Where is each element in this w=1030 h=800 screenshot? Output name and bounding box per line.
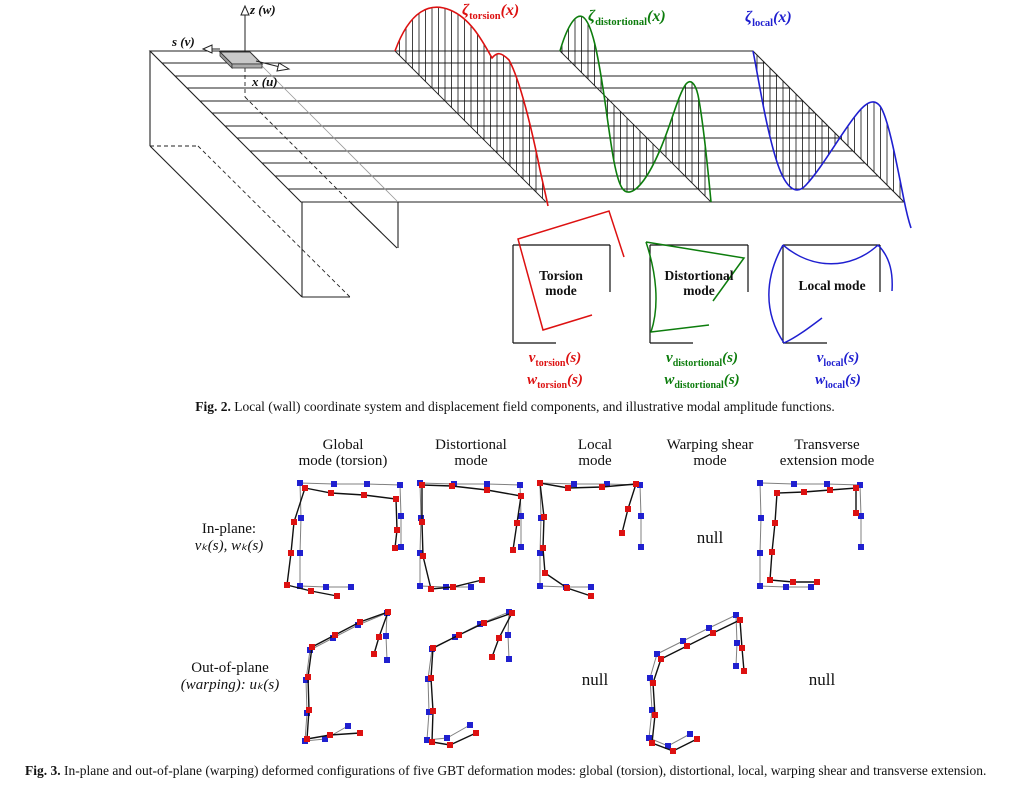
inplane-transverse-extension-diagram bbox=[757, 480, 864, 590]
fig2-caption: Fig. 2. Local (wall) coordinate system a… bbox=[195, 399, 835, 414]
outplane-global-torsion-diagram bbox=[302, 609, 391, 744]
row-header-in-plane: In-plane:vₖ(s), wₖ(s) bbox=[194, 521, 264, 554]
local-amplitude-curve bbox=[752, 50, 912, 229]
local-deformed-section bbox=[768, 244, 893, 344]
local-v-label: vlocal(s) bbox=[816, 350, 860, 369]
local-amplitude-sheet bbox=[752, 50, 912, 229]
distortional-mode-sketch bbox=[645, 241, 749, 344]
coordinate-axes bbox=[201, 4, 291, 72]
torsion-deformed-section bbox=[517, 210, 625, 331]
wall-element-plate bbox=[218, 51, 264, 69]
local-mode-title: Local mode bbox=[798, 278, 866, 293]
x-axis bbox=[255, 60, 281, 68]
x-axis-label: x (u) bbox=[252, 74, 278, 89]
null-outplane-transverse: null bbox=[808, 670, 836, 689]
channel-hidden-edges bbox=[150, 68, 351, 298]
undeformed-section-outline bbox=[512, 244, 611, 344]
inplane-local-diagram bbox=[537, 480, 644, 599]
z-axis-label: z (w) bbox=[250, 2, 276, 17]
torsion-amplitude-curve bbox=[394, 6, 549, 207]
undeformed-section-outline bbox=[782, 244, 881, 344]
torsion-amplitude-sheet bbox=[394, 6, 549, 207]
null-outplane-local: null bbox=[581, 670, 609, 689]
distortional-amplitude-curve bbox=[559, 15, 712, 203]
torsion-amplitude-label: ζtorsion(x) bbox=[462, 2, 520, 23]
row-header-out-of-plane: Out-of-plane(warping): uₖ(s) bbox=[180, 660, 280, 693]
z-axis-arrowhead bbox=[240, 4, 250, 16]
local-w-label: wlocal(s) bbox=[815, 372, 861, 391]
inplane-distortional-diagram bbox=[417, 480, 524, 592]
torsion-v-label: vtorsion(s) bbox=[528, 350, 582, 369]
distortional-amplitude-label: ζdistortional(x) bbox=[588, 8, 666, 29]
null-inplane-warping-shear: null bbox=[696, 528, 724, 547]
distortional-amplitude-sheet bbox=[559, 15, 712, 203]
fig3-caption: Fig. 3. In-plane and out-of-plane (warpi… bbox=[25, 763, 987, 778]
distortional-w-label: wdistortional(s) bbox=[664, 372, 740, 391]
distortional-v-label: vdistortional(s) bbox=[666, 350, 738, 369]
distortional-deformed-section bbox=[645, 241, 746, 333]
torsion-mode-sketch bbox=[512, 210, 625, 344]
local-amplitude-label: ζlocal(x) bbox=[745, 9, 792, 30]
undeformed-section-outline bbox=[649, 244, 749, 344]
s-axis-label: s (v) bbox=[172, 34, 195, 49]
x-axis-arrowhead bbox=[276, 62, 291, 72]
inplane-global-torsion-diagram bbox=[284, 480, 404, 599]
s-axis-arrowhead bbox=[201, 44, 213, 54]
torsion-w-label: wtorsion(s) bbox=[527, 372, 583, 391]
channel-member-edges bbox=[149, 51, 399, 298]
local-mode-sketch bbox=[768, 244, 893, 344]
outplane-distortional-diagram bbox=[424, 609, 515, 748]
outplane-warping-shear-diagram bbox=[646, 612, 747, 754]
